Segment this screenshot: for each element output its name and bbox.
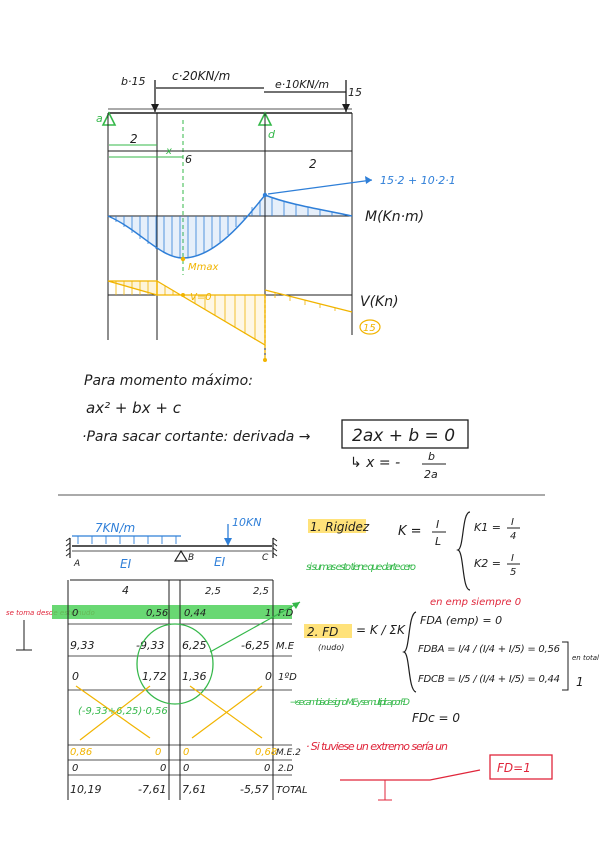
shear-value: 15 (363, 323, 376, 334)
first-d-c: 0 (265, 670, 272, 683)
rigidez-block: 1. Rigidez K = I L K1 = I 4 K2 = I 5 (308, 511, 520, 591)
first-d-ba: 1,72 (142, 670, 167, 683)
total-a: 10,19 (70, 783, 102, 796)
fd-subtitle: (nudo) (318, 643, 344, 652)
fd-ba: 0,56 (146, 608, 168, 619)
total-ba: -7,61 (138, 783, 166, 796)
total-label: TOTAL (276, 785, 308, 796)
support-b: B (188, 553, 194, 563)
me-a: 9,33 (70, 639, 95, 652)
fdc: FDc = 0 (412, 711, 460, 725)
emp-note: en emp siempre 0 (430, 597, 521, 608)
second-d-c: 0 (264, 763, 270, 774)
change-sign-note: → se cambia de signo M.E y se multiplica… (290, 698, 410, 708)
sum-note: si sumas esto tiene que darte cero (306, 562, 416, 573)
beam-diagram-bottom: 7KN/m 10KN A B C EI EI 4 2,5 2,5 (65, 516, 278, 597)
first-d-label: 1ºD (278, 672, 297, 683)
total-note: en total es (572, 654, 599, 662)
fd-bc: 0,44 (184, 608, 206, 619)
load-7kn: 7KN/m (95, 521, 135, 535)
k2-den: 5 (510, 567, 516, 578)
me2-a: 0,86 (70, 747, 92, 758)
note-line-3: ·Para sacar cortante: derivada → (82, 429, 311, 445)
second-d-bc: 0 (183, 763, 189, 774)
k2-num: I (511, 553, 514, 564)
beam-diagram-top: a d b·15 c·20KN/m e·10KN/m 15 2 x 6 2 (96, 69, 456, 362)
point-a-label: a (96, 112, 103, 125)
total-c: -5,57 (240, 783, 268, 796)
fd-label: F.D (278, 608, 294, 619)
me-ba: -9,33 (136, 639, 164, 652)
dim-2-left: 2 (130, 132, 138, 146)
k-num: I (436, 518, 439, 531)
load-c-label: c·20KN/m (172, 69, 230, 83)
x-result-den: 2a (424, 468, 438, 481)
note-line-2: ax² + bx + c (86, 399, 182, 417)
fda: FDA (emp) = 0 (420, 614, 502, 627)
x-result: ↳ x = - (350, 455, 400, 471)
dim-x: x (165, 146, 172, 157)
boxed-derivative: 2ax + b = 0 (352, 426, 455, 446)
me-label: M.E (276, 641, 295, 652)
moment-label: M(Kn·m) (365, 209, 424, 225)
me2-ba: 0 (155, 747, 161, 758)
rigidez-title: 1. Rigidez (310, 520, 370, 534)
shear-label: V(Kn) (360, 294, 399, 310)
load-e-label: e·10KN/m (275, 78, 329, 91)
point-d-label: d (268, 128, 276, 141)
support-c: C (262, 553, 269, 563)
v0-label: V=0 (190, 292, 212, 303)
me-bc: 6,25 (182, 639, 207, 652)
fdba: FDBA = I/4 / (I/4 + I/5) = 0,56 (418, 644, 560, 655)
red-notes: · Si tuviese un extremo sería un FD=1 (306, 740, 553, 801)
shear-diagram: V=0 V(Kn) 15 (107, 279, 399, 362)
span-2-5b: 2,5 (253, 586, 269, 597)
first-d-a: 0 (72, 670, 79, 683)
support-a: A (73, 559, 80, 569)
dim-2-right: 2 (309, 157, 317, 171)
ei-left: EI (120, 557, 132, 571)
k-den: L (435, 535, 441, 548)
left-note: se toma desde este nudo (6, 609, 95, 617)
load-b-label: b·15 (121, 75, 145, 88)
total-value: 1 (576, 675, 584, 689)
ei-right: EI (214, 555, 226, 569)
total-bc: 7,61 (182, 783, 207, 796)
k2-label: K2 = (474, 557, 501, 570)
me-c: -6,25 (241, 639, 269, 652)
fdbc: FDCB = I/5 / (I/4 + I/5) = 0,44 (418, 674, 560, 685)
hardy-cross-table: 0 0,56 0,44 1 F.D 9,33 -9,33 6,25 -6,25 … (52, 580, 308, 800)
fd1-box: FD=1 (497, 761, 531, 775)
second-d-a: 0 (72, 763, 78, 774)
me2-bc: 0 (183, 747, 189, 758)
mmax-label: Mmax (188, 262, 218, 273)
k1-num: I (511, 517, 514, 528)
max-moment-notes: Para momento máximo: ax² + bx + c ·Para … (82, 373, 469, 481)
k1-den: 4 (510, 531, 516, 542)
moment-formula: 15·2 + 10·2·1 (380, 174, 456, 187)
extreme-note: · Si tuviese un extremo sería un (306, 740, 448, 753)
span-2-5a: 2,5 (205, 586, 221, 597)
load-10kn: 10KN (232, 516, 261, 529)
me2-c: 0,68 (255, 747, 277, 758)
x-result-num: b (428, 450, 435, 463)
fd-c: 1 (265, 608, 271, 619)
moment-diagram: 15·2 + 10·2·1 M(Kn·m) Mmax (107, 174, 456, 273)
load-right-label: 15 (348, 86, 362, 99)
fd-a: 0 (72, 608, 78, 619)
first-d-bc: 1,36 (182, 670, 207, 683)
k-formula: K = (398, 524, 422, 539)
fd-block: 2. FD (nudo) = K / ΣK en emp siempre 0 F… (304, 597, 599, 725)
k1-label: K1 = (474, 521, 501, 534)
span-4: 4 (122, 584, 129, 597)
calc-note: (-9,33+6,25)·0,56 (78, 706, 168, 717)
dim-6: 6 (185, 153, 192, 166)
second-d-label: 2.D (278, 764, 294, 774)
fd-formula: = K / ΣK (356, 623, 406, 637)
me2-label: M.E.2 (276, 748, 301, 758)
note-line-1: Para momento máximo: (84, 373, 253, 389)
second-d-ba: 0 (160, 763, 166, 774)
fd-title: 2. FD (307, 625, 338, 639)
